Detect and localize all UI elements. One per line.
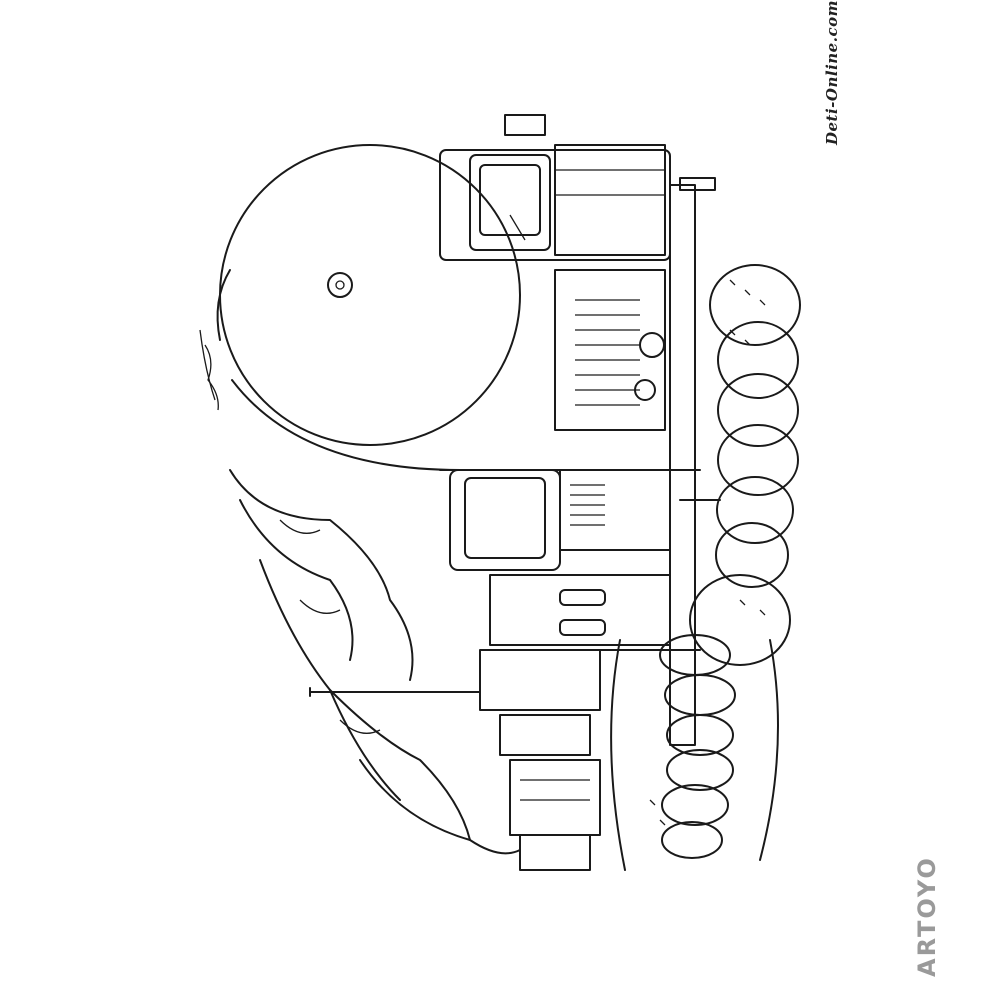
tarp-covering <box>204 344 521 855</box>
rear-wheels <box>610 574 791 871</box>
watermark-deti-online: Deti-Online.com <box>812 0 852 156</box>
front-wheels <box>709 264 801 588</box>
wheels <box>610 264 801 871</box>
radiator-grille <box>575 299 640 406</box>
side-vents <box>570 484 605 526</box>
watermark-artoyo: ARTOYO <box>900 856 950 990</box>
spherical-tank <box>199 144 521 471</box>
watermark-top-text: Deti-Online.com <box>823 0 841 145</box>
watermark-bottom-text: ARTOYO <box>913 856 941 977</box>
truck-chassis <box>439 114 721 871</box>
antenna <box>309 687 481 697</box>
